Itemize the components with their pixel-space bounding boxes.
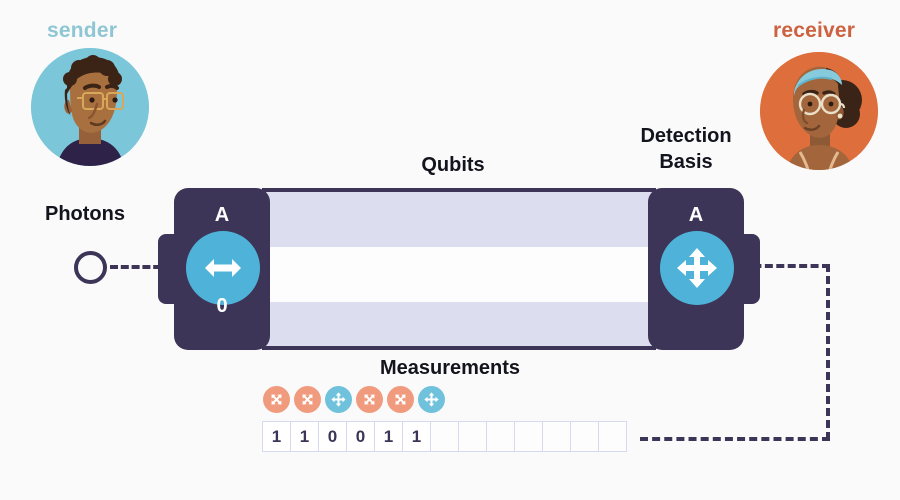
diagonal-cross-arrow-icon [302, 394, 313, 405]
photons-caption: Photons [45, 203, 125, 225]
detection-basis-line-2: Basis [659, 150, 713, 173]
detector-feedback-link-side [826, 264, 830, 440]
measurement-basis-icon-6[interactable] [418, 386, 445, 413]
measurement-basis-icon-2[interactable] [294, 386, 321, 413]
qubit-channel [262, 188, 656, 350]
sender-portrait-icon [31, 48, 149, 166]
sender-polarizer-module[interactable]: A 0 [158, 188, 270, 350]
diagonal-cross-arrow-icon [271, 394, 282, 405]
diagonal-cross-arrow-icon [395, 394, 406, 405]
bit-cell[interactable]: 1 [262, 421, 291, 452]
qubit-band-top [262, 192, 656, 247]
bit-cell[interactable]: 0 [346, 421, 375, 452]
four-way-arrow-icon [677, 248, 717, 288]
receiver-basis-dial[interactable] [660, 231, 734, 305]
detector-feedback-link-top [742, 264, 830, 268]
bit-cell[interactable]: 1 [402, 421, 431, 452]
sender-module-digit: 0 [216, 295, 228, 317]
receiver-module-letter: A [688, 204, 704, 226]
open-circle-photon-icon [74, 251, 107, 284]
measurement-basis-icon-5[interactable] [387, 386, 414, 413]
measurement-basis-icon-1[interactable] [263, 386, 290, 413]
receiver-portrait-icon [760, 52, 878, 170]
measurements-caption: Measurements [379, 357, 521, 379]
bit-cell-empty[interactable] [514, 421, 543, 452]
sender-role-label: sender [47, 19, 118, 42]
receiver-detector-module[interactable]: A [648, 188, 760, 350]
qubit-band-gap [262, 247, 656, 302]
bit-cell-empty[interactable] [486, 421, 515, 452]
quantum-apparatus: A 0 A [158, 188, 760, 350]
receiver-avatar [760, 52, 878, 170]
bit-cell[interactable]: 0 [318, 421, 347, 452]
measurement-basis-icon-3[interactable] [325, 386, 352, 413]
receiver-module-tab [732, 234, 760, 304]
photon-input-link [110, 265, 172, 269]
diagonal-cross-arrow-icon [364, 394, 375, 405]
measurement-basis-icon-row [263, 386, 445, 413]
sender-module-tab [158, 234, 186, 304]
bit-cell[interactable]: 1 [290, 421, 319, 452]
bit-cell-empty[interactable] [570, 421, 599, 452]
detector-feedback-link-bottom [640, 437, 830, 441]
qubits-caption: Qubits [421, 154, 485, 176]
qubit-band-bottom [262, 302, 656, 346]
bit-cell-empty[interactable] [598, 421, 627, 452]
horizontal-double-arrow-icon [205, 259, 241, 277]
bit-cell-empty[interactable] [458, 421, 487, 452]
four-way-arrow-icon [331, 392, 346, 407]
sender-module-letter: A [214, 204, 230, 226]
sender-basis-dial[interactable] [186, 231, 260, 305]
detection-basis-line-1: Detection [640, 125, 732, 147]
bit-cell-empty[interactable] [542, 421, 571, 452]
measurement-basis-icon-4[interactable] [356, 386, 383, 413]
bit-cell-empty[interactable] [430, 421, 459, 452]
sender-avatar [31, 48, 149, 166]
receiver-role-label: receiver [773, 19, 856, 42]
detection-basis-caption: Detection Basis [618, 124, 754, 175]
bit-cell[interactable]: 1 [374, 421, 403, 452]
four-way-arrow-icon [424, 392, 439, 407]
